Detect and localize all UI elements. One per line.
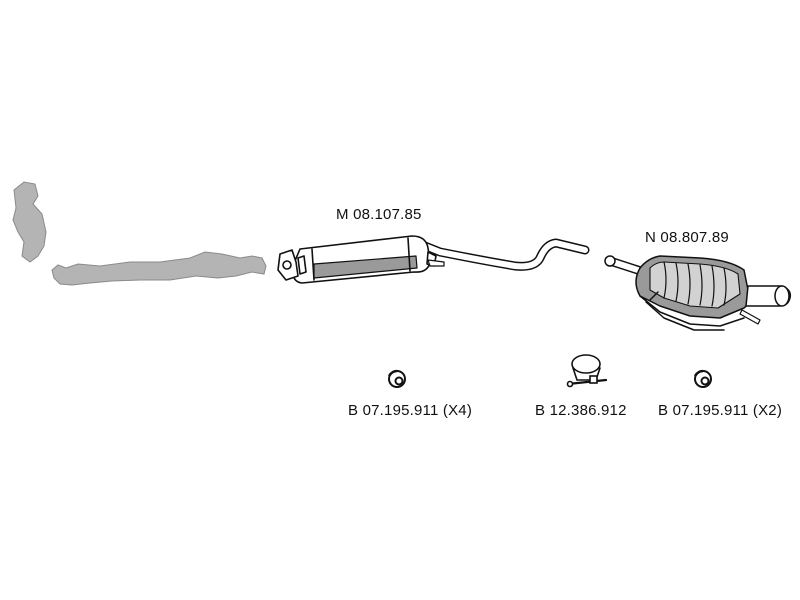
rear-silencer <box>604 255 792 331</box>
clamp-icon <box>566 354 608 388</box>
manifold-ghost <box>12 181 47 263</box>
middle-silencer <box>277 235 590 284</box>
front-pipe-ghost <box>12 181 267 286</box>
rubber-mount-b-icon <box>693 369 712 388</box>
rear-silencer-code: N 08.807.89 <box>645 229 729 246</box>
rear-silencer-ribs <box>663 261 727 307</box>
rubber-mount-a-icon <box>387 369 406 388</box>
downpipe-ghost <box>51 251 267 286</box>
rubber-mount-a-code: B 07.195.911 (X4) <box>348 402 473 419</box>
rear-inlet-flange <box>604 255 616 267</box>
clamp-code: B 12.386.912 <box>535 402 627 419</box>
rubber-mount-b-code: B 07.195.911 (X2) <box>658 402 783 419</box>
middle-silencer-code: M 08.107.85 <box>336 206 422 223</box>
